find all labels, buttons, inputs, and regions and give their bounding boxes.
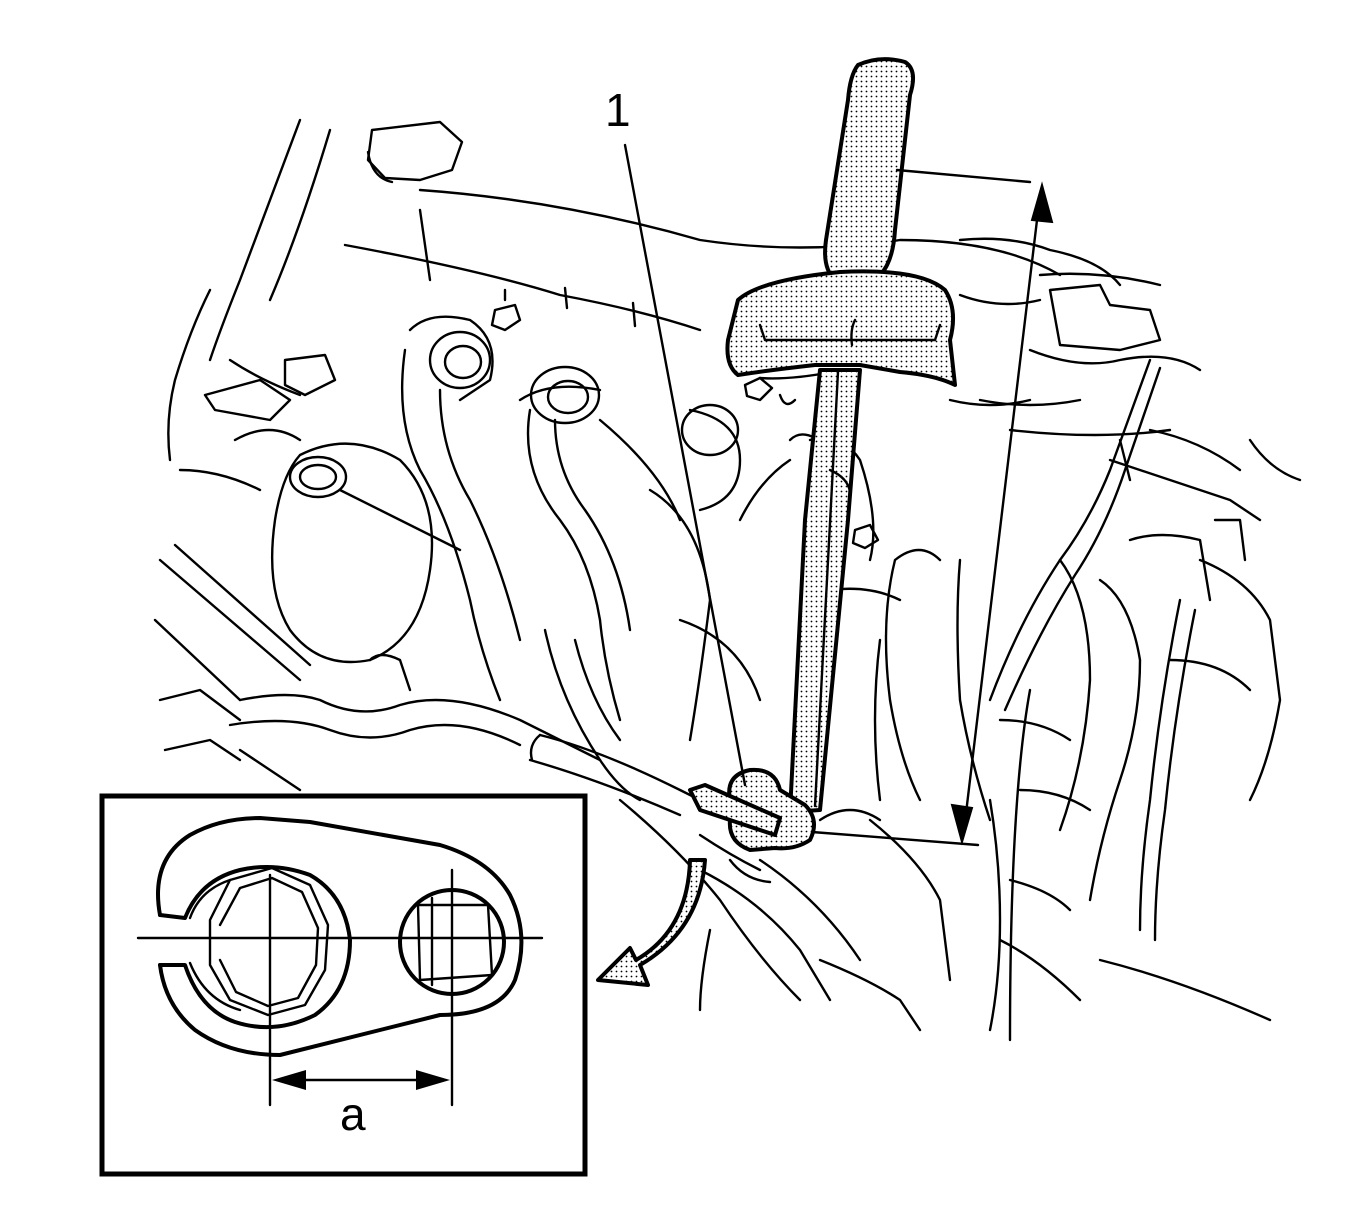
- callout-1-leader: [623, 143, 747, 787]
- dimension-a-label: a: [340, 1088, 366, 1140]
- tool-head: [725, 269, 957, 387]
- callout-1-label: 1: [605, 84, 631, 136]
- detail-inset: [99, 793, 588, 1177]
- tool-assembly: [688, 57, 957, 884]
- length-dimension: [810, 168, 1054, 847]
- tool-socket: [727, 767, 816, 852]
- engine-background-linework: [153, 118, 1302, 1042]
- detail-pointer-arrow: [596, 858, 707, 987]
- tool-shaft: [788, 368, 862, 814]
- tool-handle: [823, 57, 916, 282]
